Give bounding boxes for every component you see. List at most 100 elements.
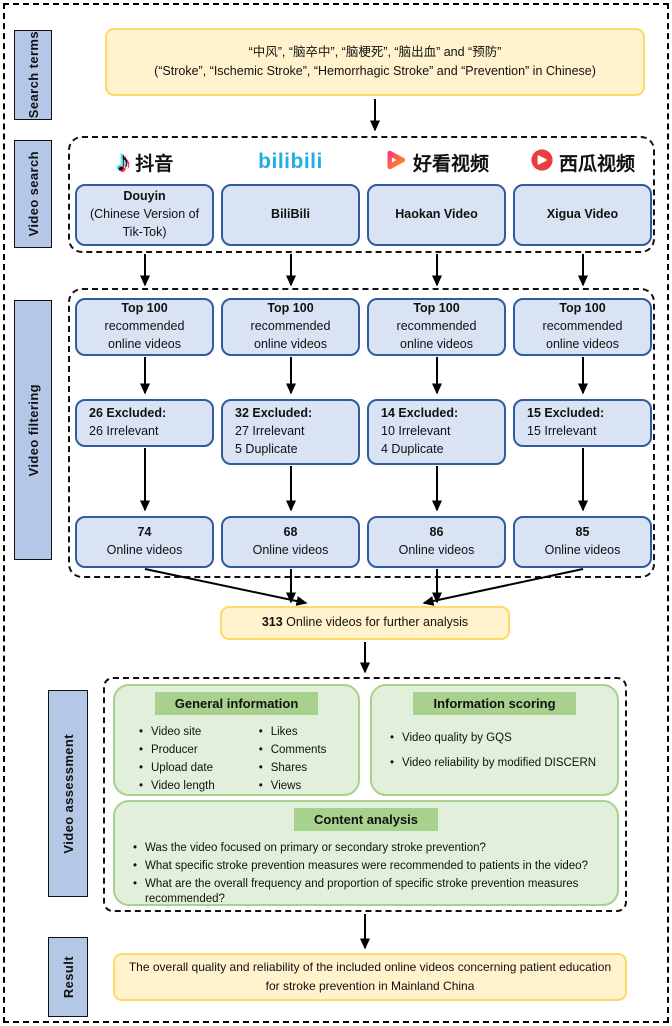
search-terms-chinese: “中风”, “脑卒中”, “脑梗死”, “脑出血” and “预防” bbox=[248, 44, 502, 59]
platform-name: Xigua Video bbox=[546, 207, 619, 222]
remaining-count: 86 bbox=[429, 525, 444, 540]
remaining-label: Online videos bbox=[544, 543, 621, 557]
section-label-result: Result bbox=[48, 937, 88, 1017]
excluded-box-haokan: 14 Excluded: 10 Irrelevant 4 Duplicate bbox=[367, 399, 506, 465]
xigua-logo: 西瓜视频 bbox=[513, 140, 652, 184]
excluded-line: 10 Irrelevant bbox=[381, 424, 451, 439]
top100-line: recommended bbox=[104, 319, 185, 334]
excluded-bold: 26 Excluded: bbox=[89, 406, 167, 421]
content-analysis-box: Content analysis Was the video focused o… bbox=[113, 800, 619, 906]
section-label-video-assessment: Video assessment bbox=[48, 690, 88, 897]
video-search-group: 抖音 bilibili 好看视频 bbox=[68, 136, 655, 253]
top100-line: recommended bbox=[396, 319, 477, 334]
section-label-text: Video assessment bbox=[60, 733, 76, 854]
excluded-line: 26 Irrelevant bbox=[89, 424, 159, 438]
remaining-label: Online videos bbox=[106, 543, 183, 557]
list-item: Upload date bbox=[137, 761, 215, 777]
platform-box-haokan: Haokan Video bbox=[367, 184, 506, 246]
platform-box-douyin: Douyin (Chinese Version of Tik-Tok) bbox=[75, 184, 214, 246]
platform-name: BiliBili bbox=[271, 207, 310, 222]
list-item: Was the video focused on primary or seco… bbox=[131, 841, 607, 857]
list-item: What are the overall frequency and propo… bbox=[131, 877, 607, 908]
section-label-video-search: Video search bbox=[14, 140, 52, 248]
video-filtering-group: Top 100 recommended online videos Top 10… bbox=[68, 288, 655, 578]
excluded-bold: 32 Excluded: bbox=[235, 406, 313, 421]
information-scoring-box: Information scoring Video quality by GQS… bbox=[370, 684, 619, 796]
excluded-line: 27 Irrelevant bbox=[235, 424, 305, 439]
top100-bold: Top 100 bbox=[267, 301, 314, 316]
remaining-count: 68 bbox=[283, 525, 298, 540]
douyin-logo: 抖音 bbox=[75, 140, 214, 184]
excluded-line: 15 Irrelevant bbox=[527, 424, 597, 438]
result-box: The overall quality and reliability of t… bbox=[113, 953, 627, 1001]
excluded-box-douyin: 26 Excluded: 26 Irrelevant bbox=[75, 399, 214, 447]
remaining-box-douyin: 74 Online videos bbox=[75, 516, 214, 568]
pooled-total-box: 313 Online videos for further analysis bbox=[220, 606, 510, 640]
top100-line: online videos bbox=[108, 336, 181, 351]
list-item: Likes bbox=[257, 725, 327, 741]
list-item: Video site bbox=[137, 725, 215, 741]
remaining-label: Online videos bbox=[398, 543, 475, 557]
section-label-text: Video search bbox=[25, 151, 41, 237]
section-label-video-filtering: Video filtering bbox=[14, 300, 52, 560]
top100-box-douyin: Top 100 recommended online videos bbox=[75, 298, 214, 356]
top100-bold: Top 100 bbox=[121, 301, 168, 316]
top100-box-bilibili: Top 100 recommended online videos bbox=[221, 298, 360, 356]
pooled-count: 313 bbox=[261, 615, 283, 630]
remaining-count: 85 bbox=[575, 525, 590, 540]
top100-box-haokan: Top 100 recommended online videos bbox=[367, 298, 506, 356]
list-item: Shares bbox=[257, 761, 327, 777]
top100-line: online videos bbox=[254, 336, 327, 351]
pooled-total-text: 313 Online videos for further analysis bbox=[262, 613, 468, 632]
platform-box-bilibili: BiliBili bbox=[221, 184, 360, 246]
platform-box-xigua: Xigua Video bbox=[513, 184, 652, 246]
remaining-box-xigua: 85 Online videos bbox=[513, 516, 652, 568]
excluded-bold: 15 Excluded: bbox=[527, 406, 605, 421]
pooled-label: Online videos for further analysis bbox=[282, 615, 469, 630]
content-analysis-list: Was the video focused on primary or seco… bbox=[115, 838, 617, 910]
remaining-box-bilibili: 68 Online videos bbox=[221, 516, 360, 568]
result-text: The overall quality and reliability of t… bbox=[128, 960, 612, 993]
bilibili-wordmark: bilibili bbox=[258, 150, 323, 173]
video-assessment-group: General information Video site Producer … bbox=[103, 677, 627, 912]
top100-bold: Top 100 bbox=[559, 301, 606, 316]
search-terms-box: “中风”, “脑卒中”, “脑梗死”, “脑出血” and “预防” (“Str… bbox=[105, 28, 645, 96]
top100-box-xigua: Top 100 recommended online videos bbox=[513, 298, 652, 356]
excluded-bold: 14 Excluded: bbox=[381, 406, 459, 421]
remaining-box-haokan: 86 Online videos bbox=[367, 516, 506, 568]
list-item: Video quality by GQS bbox=[388, 731, 607, 747]
list-item: Video reliability by modified DISCERN bbox=[388, 756, 607, 772]
top100-line: recommended bbox=[542, 319, 623, 334]
excluded-box-xigua: 15 Excluded: 15 Irrelevant bbox=[513, 399, 652, 447]
haokan-play-icon bbox=[384, 148, 408, 177]
douyin-note-icon bbox=[116, 148, 131, 177]
search-terms-english: (“Stroke”, “Ischemic Stroke”, “Hemorrhag… bbox=[154, 64, 596, 78]
haokan-logo-text: 好看视频 bbox=[412, 153, 489, 175]
top100-line: online videos bbox=[400, 336, 473, 351]
top100-line: online videos bbox=[546, 336, 619, 351]
information-scoring-list: Video quality by GQS Video reliability b… bbox=[372, 722, 617, 780]
douyin-logo-text: 抖音 bbox=[135, 153, 174, 175]
platform-subtitle: (Chinese Version of Tik-Tok) bbox=[89, 207, 200, 239]
list-item: What specific stroke prevention measures… bbox=[131, 859, 607, 875]
bilibili-logo: bilibili bbox=[221, 140, 360, 184]
section-label-text: Result bbox=[60, 955, 76, 999]
xigua-play-icon bbox=[530, 148, 554, 177]
section-label-search-terms: Search terms bbox=[14, 30, 52, 120]
excluded-line: 5 Duplicate bbox=[235, 441, 298, 456]
platform-name: Douyin bbox=[123, 189, 166, 204]
top100-line: recommended bbox=[250, 319, 331, 334]
platform-name: Haokan Video bbox=[395, 207, 478, 222]
general-information-box: General information Video site Producer … bbox=[113, 684, 360, 796]
list-item: Producer bbox=[137, 743, 215, 759]
list-item: Views bbox=[257, 779, 327, 795]
xigua-logo-text: 西瓜视频 bbox=[558, 153, 635, 175]
general-info-list-left: Video site Producer Upload date Video le… bbox=[121, 722, 215, 797]
general-information-title: General information bbox=[154, 692, 319, 715]
list-item: Video length bbox=[137, 779, 215, 795]
remaining-count: 74 bbox=[137, 525, 152, 540]
excluded-line: 4 Duplicate bbox=[381, 441, 444, 456]
section-label-text: Search terms bbox=[25, 31, 41, 119]
top100-bold: Top 100 bbox=[413, 301, 460, 316]
